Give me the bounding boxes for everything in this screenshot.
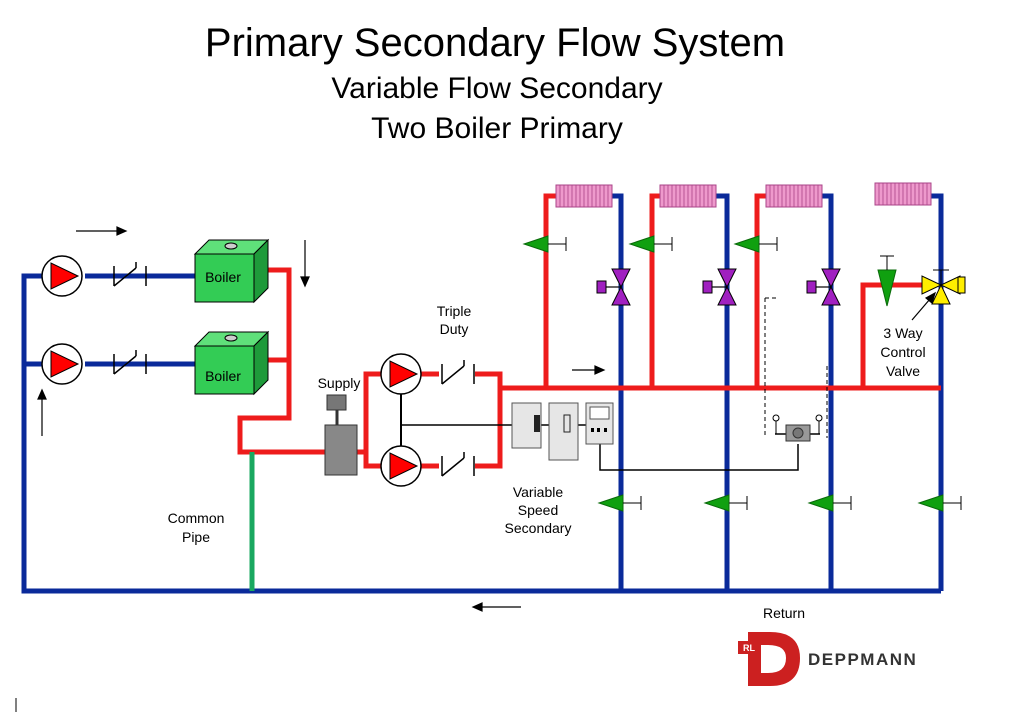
common-pipe-label-1: Common xyxy=(168,510,225,526)
two-way-valve-icon xyxy=(596,268,631,306)
vss-label-3: Secondary xyxy=(505,520,572,536)
supply-label: Supply xyxy=(318,375,361,391)
balancing-valve-icon xyxy=(704,494,748,512)
vss-label-2: Speed xyxy=(518,502,558,518)
deppmann-logo: RL DEPPMANN xyxy=(738,632,917,686)
branch-balancing-valve xyxy=(877,255,897,307)
return-label: Return xyxy=(763,605,805,621)
pump-icon xyxy=(380,353,422,395)
check-valve-icon xyxy=(441,451,475,477)
three-way-label-2: Control xyxy=(880,344,925,360)
three-way-valve xyxy=(921,269,966,305)
return-piping xyxy=(21,193,944,594)
boiler-label: Boiler xyxy=(205,368,241,384)
triple-duty-valve-1 xyxy=(441,359,475,385)
coil-icon xyxy=(765,184,823,208)
boiler-bottom: Boiler xyxy=(193,330,270,396)
secondary-pump-2 xyxy=(380,445,422,487)
secondary-pump-1 xyxy=(380,353,422,395)
coil-icon xyxy=(659,184,717,208)
control-wiring xyxy=(401,424,820,471)
logo-mark: RL xyxy=(743,643,755,653)
balancing-valve-icon xyxy=(734,235,778,253)
boiler-top: Boiler xyxy=(193,238,270,304)
primary-pump-2 xyxy=(41,343,83,385)
boiler-icon xyxy=(193,238,270,304)
check-valve-icon xyxy=(441,359,475,385)
two-way-valve-icon xyxy=(702,268,737,306)
three-way-label-3: Valve xyxy=(886,363,920,379)
triple-duty-valve-2 xyxy=(441,451,475,477)
triple-duty-label-1: Triple xyxy=(437,303,472,319)
boiler-icon xyxy=(193,330,270,396)
balancing-valve-icon xyxy=(808,494,852,512)
supply-piping xyxy=(237,193,941,469)
pump-icon xyxy=(41,343,83,385)
three-way-pointer xyxy=(911,291,936,321)
diagram-subtitle-2: Two Boiler Primary xyxy=(371,112,623,145)
vfd-controller xyxy=(511,402,614,461)
balancing-valve-icon xyxy=(598,494,642,512)
balancing-valve-icon xyxy=(629,235,673,253)
three-way-label-1: 3 Way xyxy=(883,325,922,341)
common-pipe-label-2: Pipe xyxy=(182,529,210,545)
coil-icon xyxy=(555,184,613,208)
diagram-subtitle-1: Variable Flow Secondary xyxy=(331,72,662,105)
balancing-valve-icon xyxy=(918,494,962,512)
vss-label-1: Variable xyxy=(513,484,564,500)
dp-sensor xyxy=(764,297,828,442)
logo-name: DEPPMANN xyxy=(808,650,917,669)
primary-pump-1 xyxy=(41,255,83,297)
supply-sensor xyxy=(324,394,358,476)
coil-icon xyxy=(874,182,932,206)
two-way-valve-icon xyxy=(806,268,841,306)
pump-icon xyxy=(41,255,83,297)
diagram-title: Primary Secondary Flow System xyxy=(205,21,785,65)
boiler-label: Boiler xyxy=(205,269,241,285)
flow-arrows xyxy=(37,226,606,612)
balancing-valve-icon xyxy=(523,235,567,253)
triple-duty-label-2: Duty xyxy=(440,321,469,337)
pump-icon xyxy=(380,445,422,487)
